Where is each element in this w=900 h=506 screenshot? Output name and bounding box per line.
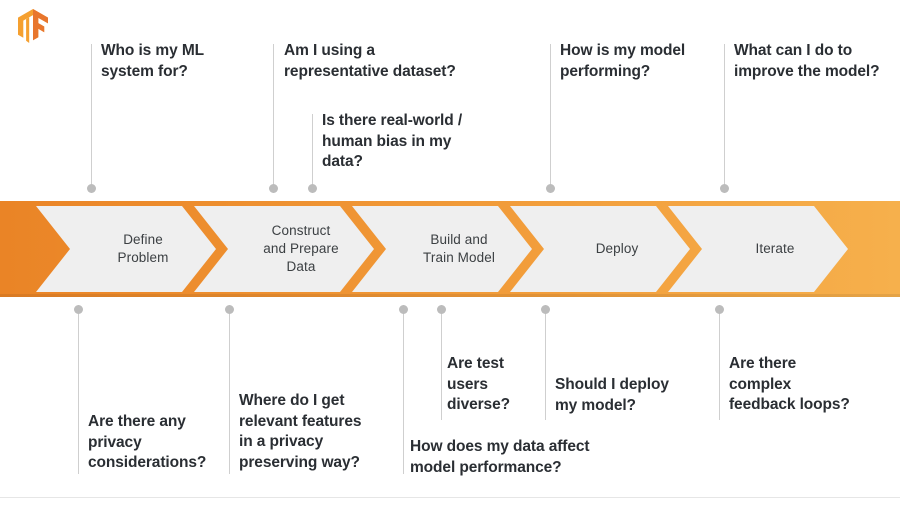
connector-line-are-test-users-diverse [441, 305, 442, 420]
stage-label-construct-and-prepare-data: Construct and Prepare Data [263, 223, 339, 274]
stage-label-build-and-train-model: Build and Train Model [423, 232, 495, 265]
connector-dot-where-do-i-get-relevant-features-in-a-privacy-preserving-way [225, 305, 234, 314]
tensorflow-logo-icon [18, 9, 48, 43]
question-where-do-i-get-relevant-features-in-a-privacy-preserving-way: Where do I get relevant features in a pr… [239, 392, 362, 471]
question-am-i-using-a-representative-dataset: Am I using a representative dataset? [284, 42, 456, 80]
connector-dot-how-is-my-model-performing [546, 184, 555, 193]
chevron-iterate[interactable] [668, 206, 848, 292]
question-who-is-my-ml-system-for: Who is my ML system for? [101, 42, 204, 80]
question-how-is-my-model-performing: How is my model performing? [560, 42, 686, 80]
connector-line-are-there-any-privacy-considerations [78, 305, 79, 474]
question-how-does-my-data-affect-model-performance: How does my data affect model performanc… [410, 438, 590, 476]
question-are-test-users-diverse: Are test users diverse? [447, 355, 510, 413]
connector-dot-am-i-using-a-representative-dataset [269, 184, 278, 193]
question-what-can-i-do-to-improve-the-model: What can I do to improve the model? [734, 42, 880, 80]
connector-dot-what-can-i-do-to-improve-the-model [720, 184, 729, 193]
ml-workflow-bar [0, 201, 900, 297]
question-should-i-deploy-my-model: Should I deploy my model? [555, 376, 669, 414]
connector-line-who-is-my-ml-system-for [91, 44, 92, 193]
chevron-deploy[interactable] [510, 206, 690, 292]
connector-line-am-i-using-a-representative-dataset [273, 44, 274, 193]
stage-label-define-problem: Define Problem [117, 232, 169, 265]
question-are-there-any-privacy-considerations: Are there any privacy considerations? [88, 413, 207, 471]
connector-dot-should-i-deploy-my-model [541, 305, 550, 314]
connector-line-where-do-i-get-relevant-features-in-a-privacy-preserving-way [229, 305, 230, 474]
chevron-build-and-train-model[interactable] [352, 206, 532, 292]
question-are-there-complex-feedback-loops: Are there complex feedback loops? [729, 355, 850, 413]
connector-dot-who-is-my-ml-system-for [87, 184, 96, 193]
stage-label-iterate: Iterate [755, 241, 795, 256]
connector-dot-are-there-complex-feedback-loops [715, 305, 724, 314]
connector-dot-are-there-any-privacy-considerations [74, 305, 83, 314]
connector-line-should-i-deploy-my-model [545, 305, 546, 420]
question-is-there-real-world-human-bias-in-my-data: Is there real-world / human bias in my d… [322, 112, 463, 170]
stage-label-deploy: Deploy [595, 241, 639, 256]
connector-line-is-there-real-world-human-bias-in-my-data [312, 114, 313, 193]
connector-dot-how-does-my-data-affect-model-performance [399, 305, 408, 314]
chevron-define-problem[interactable] [36, 206, 216, 292]
connector-line-how-is-my-model-performing [550, 44, 551, 193]
connector-line-how-does-my-data-affect-model-performance [403, 305, 404, 474]
chevron-construct-and-prepare-data[interactable] [194, 206, 374, 292]
connector-line-are-there-complex-feedback-loops [719, 305, 720, 420]
chevron-layer [0, 201, 900, 297]
connector-line-what-can-i-do-to-improve-the-model [724, 44, 725, 193]
connector-dot-are-test-users-diverse [437, 305, 446, 314]
connector-dot-is-there-real-world-human-bias-in-my-data [308, 184, 317, 193]
bottom-divider [0, 497, 900, 498]
